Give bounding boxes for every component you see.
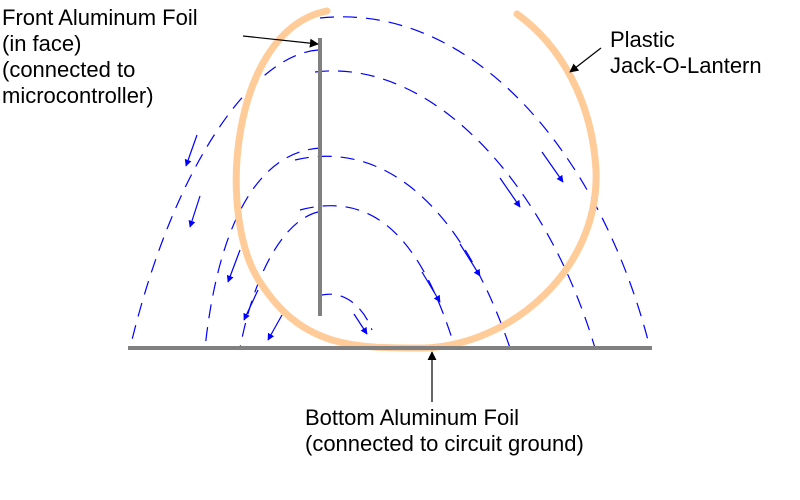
field-line-left-2 (204, 147, 323, 349)
field-arrow-right-2 (421, 271, 441, 303)
field-lines (129, 16, 651, 349)
field-arrow-left-5 (267, 314, 283, 341)
plastic-label-line-1: Plastic (610, 27, 675, 52)
front-foil-label-line-3: (connected to (2, 57, 136, 82)
field-line-right-4 (314, 70, 596, 349)
jack-o-lantern-outline (232, 7, 600, 352)
front-foil-label-line-1: Front Aluminum Foil (2, 5, 198, 30)
field-arrow-right-3 (459, 243, 481, 277)
bottom-foil-label-line-1: Bottom Aluminum Foil (305, 405, 519, 430)
field-line-right-2 (299, 205, 456, 349)
bottom-foil-label-line-2: (connected to circuit ground) (305, 431, 584, 456)
plastic-pointer (569, 47, 602, 73)
field-line-right-5 (319, 16, 651, 349)
front-foil-pointer (242, 35, 319, 48)
field-arrow-right-4 (499, 177, 521, 208)
bottom-foil-label: Bottom Aluminum Foil (connected to circu… (305, 405, 584, 457)
field-arrow-left-1 (184, 134, 198, 167)
field-line-left-3 (239, 211, 319, 349)
front-foil-label-line-4: microcontroller) (2, 83, 154, 108)
field-arrow-left-2 (188, 195, 201, 228)
field-arrow-left-4 (243, 289, 259, 321)
field-arrow-right-1 (353, 313, 368, 335)
field-line-right-1 (317, 293, 373, 331)
plastic-label: Plastic Jack-O-Lantern (610, 27, 762, 79)
field-line-arrows (184, 134, 564, 341)
front-foil-label: Front Aluminum Foil (in face) (connected… (2, 5, 198, 109)
front-foil-label-line-2: (in face) (2, 31, 82, 56)
field-arrow-right-5 (541, 151, 564, 183)
field-arrow-left-3 (226, 249, 241, 283)
field-line-left-1 (129, 49, 319, 349)
plastic-label-line-2: Jack-O-Lantern (610, 53, 762, 78)
field-line-right-3 (294, 155, 511, 349)
